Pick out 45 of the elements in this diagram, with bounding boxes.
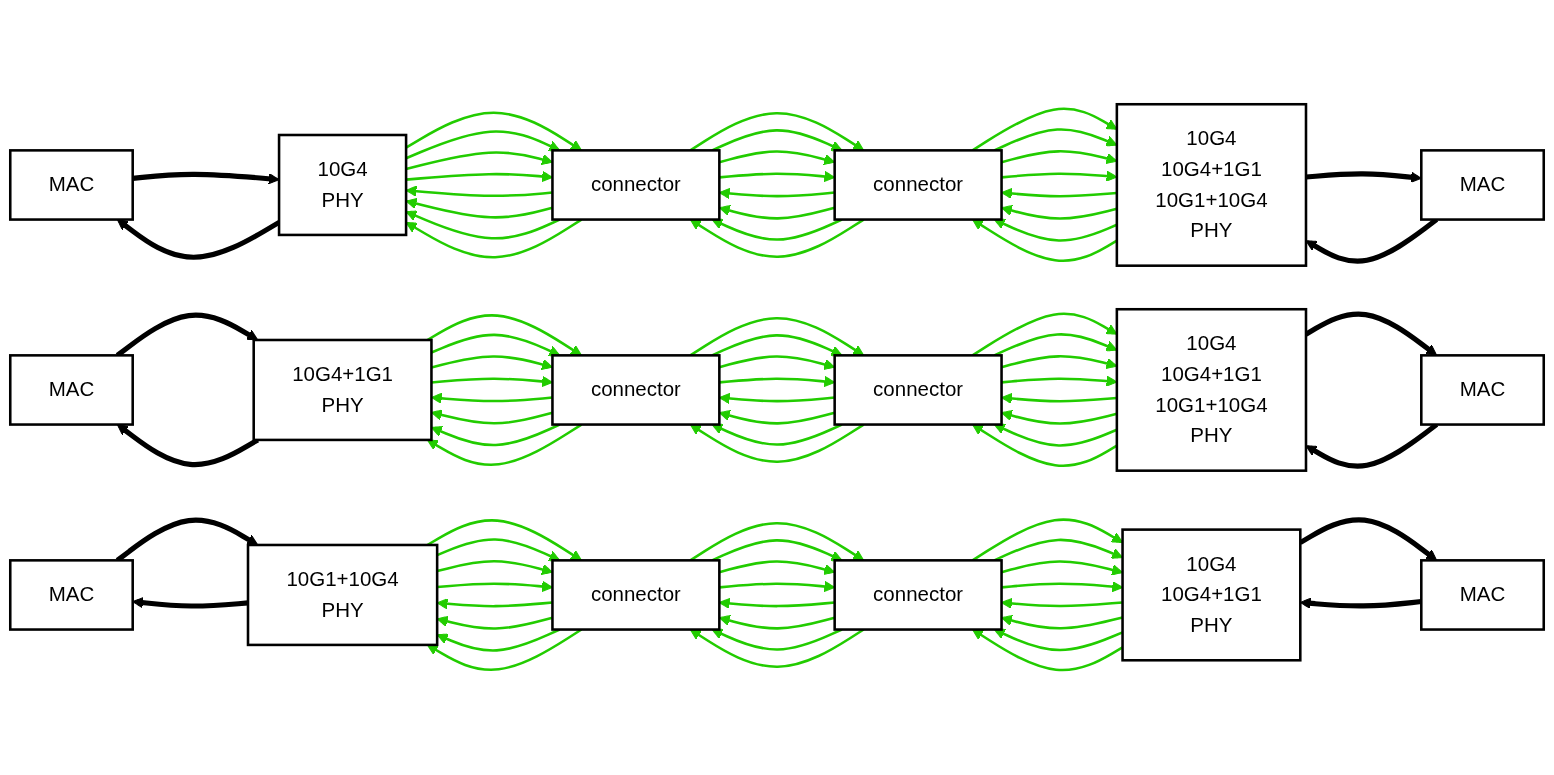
arrow [1001,393,1117,405]
arrow [689,628,865,669]
node-box: 10G4 10G4+1G1 PHY [1121,528,1302,662]
arrow [711,218,843,242]
arrow [431,376,553,388]
arrow [437,581,553,593]
arrow [426,423,583,467]
arrow [1001,598,1123,610]
node-box: connector [551,354,721,427]
arrow [711,129,843,152]
arrow [426,314,582,357]
arrow [711,334,843,357]
arrow [689,218,865,259]
arrow [1001,615,1123,630]
arrow [711,423,843,447]
arrow [689,317,865,357]
node-box: connector [551,559,721,632]
node-box: MAC [9,354,134,427]
node-box: 10G1+10G4 PHY [246,544,439,647]
node-box: 10G4 PHY [277,134,408,237]
arrow [711,539,843,562]
node-box: connector [833,354,1003,427]
node-box: connector [833,149,1003,222]
node-box: MAC [1420,149,1545,222]
node-box: 10G4+1G1 PHY [252,339,433,442]
arrow [689,423,865,464]
arrow [689,112,865,152]
node-box: MAC [9,149,134,222]
node-box: 10G4 10G4+1G1 10G1+10G4 PHY [1115,103,1308,268]
arrow [1001,188,1117,200]
arrow [132,597,249,609]
arrow [689,522,865,562]
node-box: connector [551,149,721,222]
node-box: 10G4 10G4+1G1 10G1+10G4 PHY [1115,308,1308,473]
arrow [1305,171,1422,184]
arrow [426,628,583,672]
arrow [116,424,260,468]
node-box: MAC [1420,559,1545,632]
arrow [711,628,843,652]
arrow [431,355,553,371]
node-box: connector [833,559,1003,632]
node-box: MAC [1420,354,1545,427]
arrow [132,172,280,185]
arrow [426,519,582,562]
node-box: MAC [9,559,134,632]
